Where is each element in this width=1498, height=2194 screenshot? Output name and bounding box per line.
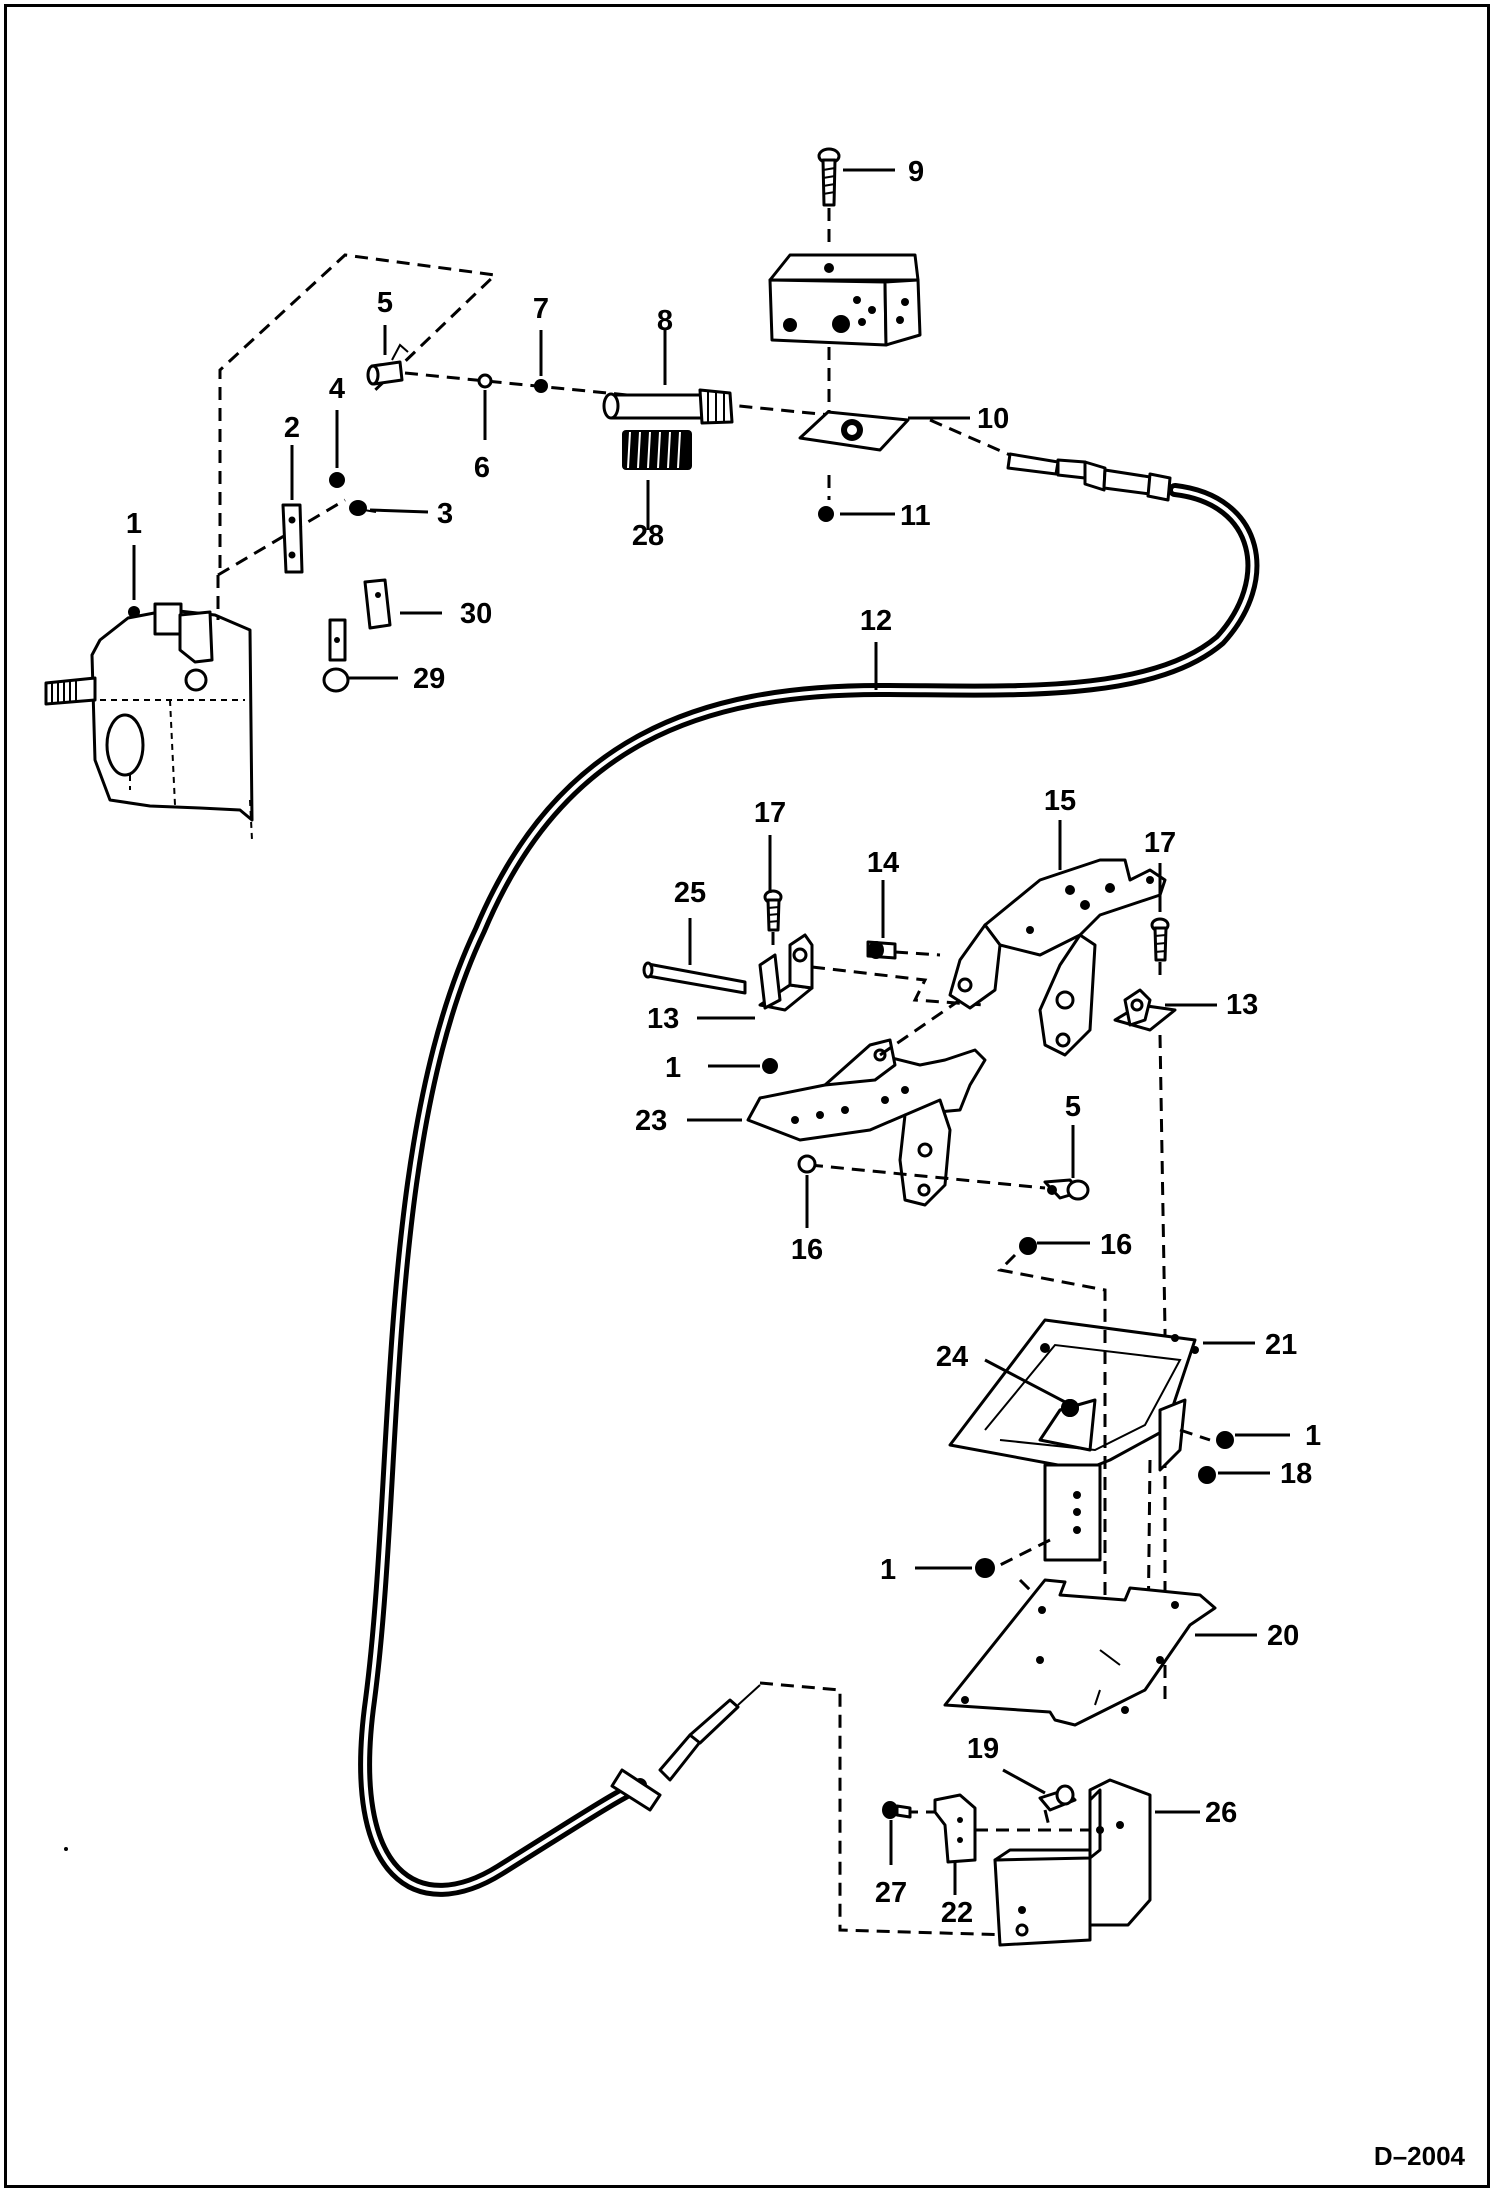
callout-1-middle: 1 <box>665 1052 681 1084</box>
callout-24: 24 <box>936 1341 968 1373</box>
valve-block <box>768 208 922 347</box>
callout-7: 7 <box>533 293 549 325</box>
assembly-path-pump-link <box>216 253 499 620</box>
part-nut-18 <box>1198 1466 1216 1484</box>
assembly-path-bolt19 <box>1043 1809 1052 1831</box>
callout-2: 2 <box>284 412 300 444</box>
part-link-2 <box>281 503 304 574</box>
part-floor-plate-21 <box>948 1318 1199 1562</box>
pump-housing <box>44 602 254 841</box>
callout-15: 15 <box>1044 785 1076 817</box>
callout-30: 30 <box>460 598 492 630</box>
part-nut-1-right <box>1216 1431 1234 1449</box>
callout-1: 1 <box>126 508 142 540</box>
callout-4: 4 <box>329 373 345 405</box>
part-washer-6 <box>477 373 493 389</box>
callout-29: 29 <box>413 663 445 695</box>
assembly-path-lower-bracket <box>809 998 1046 1190</box>
callout-18: 18 <box>1280 1458 1312 1490</box>
callout-labels: 1 2 4 3 5 6 7 8 9 10 11 12 28 30 29 25 1… <box>126 156 1321 1929</box>
part-mount-plate-20 <box>943 1578 1217 1727</box>
part-pin-5 <box>366 343 409 386</box>
callout-8: 8 <box>657 305 673 337</box>
part-nut-7 <box>534 379 548 393</box>
callout-21: 21 <box>1265 1329 1297 1361</box>
part-nut-1-lower <box>975 1558 995 1578</box>
assembly-path-clevis-right <box>1158 1034 1167 1700</box>
callout-16-left: 16 <box>791 1234 823 1266</box>
callout-25: 25 <box>674 877 706 909</box>
part-spring-28 <box>622 430 692 470</box>
part-bolt-9 <box>817 147 841 207</box>
callout-23: 23 <box>635 1105 667 1137</box>
part-washer-16-left <box>797 1154 817 1174</box>
callout-20: 20 <box>1267 1620 1299 1652</box>
part-cable-12 <box>358 452 1260 1897</box>
callout-12: 12 <box>860 605 892 637</box>
part-nut-4 <box>329 472 345 488</box>
part-clip-30 <box>363 578 392 630</box>
part-bolt-17-right <box>1150 917 1170 962</box>
part-nut-16-right <box>1019 1237 1037 1255</box>
part-clevis-13-left <box>758 933 814 1012</box>
callout-1-lower: 1 <box>880 1554 896 1586</box>
callout-11: 11 <box>900 500 931 532</box>
part-clevis-13-right <box>1113 988 1177 1032</box>
part-rod-end-29 <box>322 618 350 693</box>
drawing-frame <box>4 4 1490 2188</box>
part-nut-1-middle <box>762 1058 778 1074</box>
callout-10: 10 <box>977 403 1009 435</box>
part-pedal-bracket-15 <box>948 858 1167 1057</box>
part-bolt-17-left <box>763 889 783 932</box>
part-pin-5-lower <box>1043 1178 1090 1201</box>
part-pin-24 <box>1061 1399 1079 1417</box>
callout-13-left: 13 <box>647 1003 679 1035</box>
part-bracket-10 <box>798 410 910 452</box>
part-pin-25 <box>642 961 747 995</box>
callout-1-right: 1 <box>1305 1420 1321 1452</box>
part-nut-11 <box>818 506 834 522</box>
callout-13-right: 13 <box>1226 989 1258 1021</box>
part-bolt-3 <box>349 500 377 516</box>
callout-28: 28 <box>632 520 664 552</box>
assembly-path-plate21 <box>989 1330 1211 1680</box>
stray-mark <box>64 1847 68 1851</box>
callout-26: 26 <box>1205 1797 1237 1829</box>
assembly-path-nut16 <box>996 1253 1107 1330</box>
callout-6: 6 <box>474 452 490 484</box>
callout-5: 5 <box>377 287 393 319</box>
part-sleeve-8 <box>602 388 734 425</box>
part-pedal-bracket-23 <box>746 1038 987 1207</box>
callout-9: 9 <box>908 156 924 188</box>
callout-14: 14 <box>867 847 899 879</box>
part-bolt-14 <box>866 940 897 960</box>
callout-19: 19 <box>967 1733 999 1765</box>
callout-22: 22 <box>941 1897 973 1929</box>
drawing-number: D–2004 <box>1374 2141 1466 2171</box>
callout-27: 27 <box>875 1877 907 1909</box>
part-bolt-19 <box>1038 1784 1077 1812</box>
callout-17-right: 17 <box>1144 827 1176 859</box>
leader-lines <box>132 168 1290 1895</box>
part-clip-22 <box>933 1793 977 1864</box>
part-bolt-27 <box>882 1801 912 1819</box>
callout-5-lower: 5 <box>1065 1091 1081 1123</box>
part-box-bracket-26 <box>993 1778 1152 1947</box>
callout-16-right: 16 <box>1100 1229 1132 1261</box>
callout-3: 3 <box>437 498 453 530</box>
callout-17-left: 17 <box>754 797 786 829</box>
assembly-path-clip22 <box>905 1810 1090 1832</box>
assembly-path-bolt14 <box>811 950 986 1007</box>
